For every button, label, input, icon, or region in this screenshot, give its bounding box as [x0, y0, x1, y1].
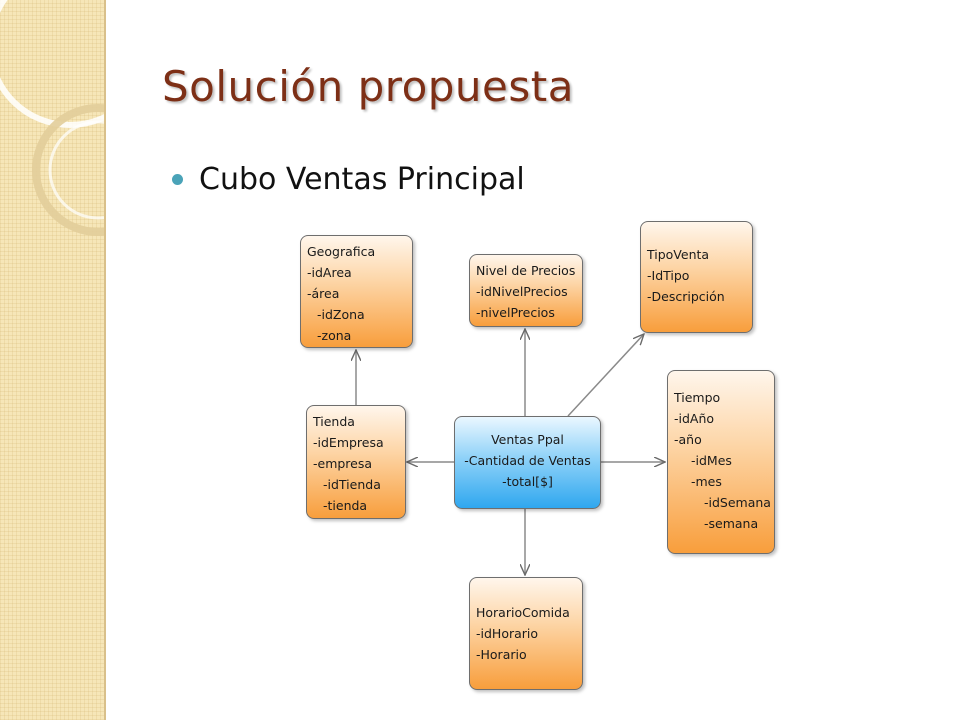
- tipo-venta-title: TipoVenta: [647, 247, 710, 262]
- tipo-venta-box: TipoVenta -IdTipo -Descripción: [640, 221, 753, 333]
- tiempo-box: Tiempo -idAño -año -idMes -mes -idSemana…: [667, 370, 775, 554]
- nivel-precios-title: Nivel de Precios: [476, 263, 576, 278]
- tiempo-field: -idSemana: [704, 495, 771, 510]
- tiempo-field: -idMes: [691, 453, 732, 468]
- connector-ventas-tipoventa: [567, 334, 644, 417]
- tienda-box: Tienda -idEmpresa -empresa -idTienda -ti…: [306, 405, 406, 519]
- nivel-precios-box: Nivel de Precios -idNivelPrecios -nivelP…: [469, 254, 583, 327]
- tiempo-field: -idAño: [674, 411, 715, 426]
- ventas-ppal-field: -Cantidad de Ventas: [464, 453, 591, 468]
- horario-comida-field: -idHorario: [476, 626, 539, 641]
- tiempo-field: -mes: [691, 474, 722, 489]
- tienda-field: -tienda: [323, 498, 368, 513]
- nivel-precios-field: -idNivelPrecios: [476, 284, 568, 299]
- bullet-text: Cubo Ventas Principal: [199, 162, 525, 197]
- tienda-field: -idTienda: [323, 477, 381, 492]
- tiempo-field: -año: [674, 432, 702, 447]
- bullet-dot-icon: [172, 174, 183, 185]
- tipo-venta-field: -IdTipo: [647, 268, 690, 283]
- tiempo-field: -semana: [704, 516, 759, 531]
- tienda-title: Tienda: [313, 414, 355, 429]
- geografica-box: Geografica -idArea -área -idZona -zona: [300, 235, 413, 348]
- horario-comida-box: HorarioComida -idHorario -Horario: [469, 577, 583, 690]
- tipo-venta-field: -Descripción: [647, 289, 725, 304]
- horario-comida-field: -Horario: [476, 647, 527, 662]
- ventas-ppal-field: -total[$]: [502, 474, 553, 489]
- decorative-side-panel: [0, 0, 106, 720]
- bullet-item: Cubo Ventas Principal: [172, 162, 525, 197]
- geografica-field: -área: [307, 286, 340, 301]
- decorative-circles: [0, 0, 104, 236]
- ventas-ppal-box: Ventas Ppal -Cantidad de Ventas -total[$…: [454, 416, 601, 509]
- geografica-field: -idZona: [317, 307, 365, 322]
- nivel-precios-field: -nivelPrecios: [476, 305, 555, 320]
- ventas-ppal-title: Ventas Ppal: [491, 432, 564, 447]
- geografica-title: Geografica: [307, 244, 376, 259]
- geografica-field: -zona: [317, 328, 352, 343]
- geografica-field: -idArea: [307, 265, 352, 280]
- slide-title: Solución propuesta: [162, 62, 574, 111]
- horario-comida-title: HorarioComida: [476, 605, 570, 620]
- tiempo-title: Tiempo: [674, 390, 721, 405]
- tienda-field: -idEmpresa: [313, 435, 384, 450]
- tienda-field: -empresa: [313, 456, 373, 471]
